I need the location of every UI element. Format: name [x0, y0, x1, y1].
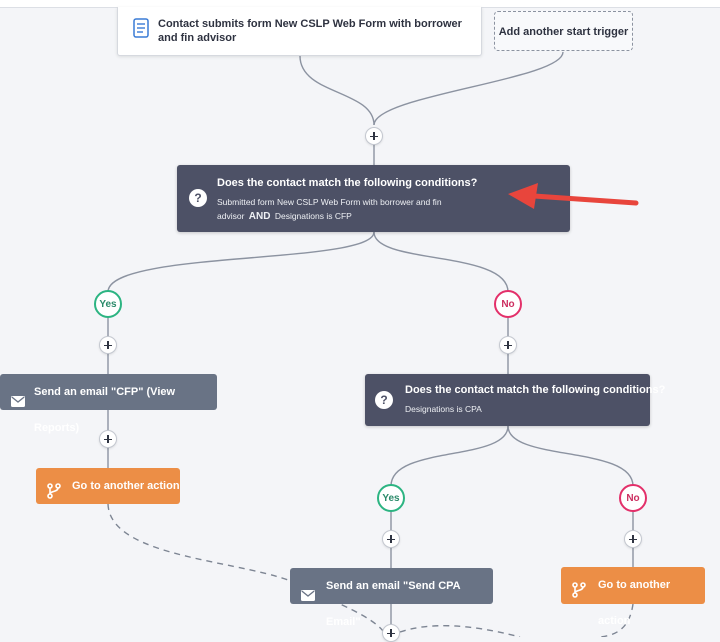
document-icon [133, 18, 149, 43]
question-icon: ? [375, 391, 393, 409]
goto-label: Go to another action [72, 480, 180, 492]
send-email-cfp-action[interactable]: Send an email "CFP" (View Reports) [0, 374, 217, 434]
add-step-button[interactable] [624, 530, 642, 548]
add-step-button[interactable] [99, 430, 117, 448]
add-step-button[interactable] [382, 530, 400, 548]
add-step-button[interactable] [499, 336, 517, 354]
go-to-action-1[interactable]: Go to another action [36, 468, 180, 504]
add-step-button[interactable] [382, 624, 400, 642]
condition-block-2[interactable]: ? Does the contact match the following c… [365, 374, 665, 426]
condition-block-1[interactable]: ? Does the contact match the following c… [177, 165, 570, 232]
goto-label: Go to another action [598, 579, 671, 627]
branch-icon [47, 478, 61, 514]
branch-icon [572, 577, 586, 613]
add-start-trigger-button[interactable]: Add another start trigger [494, 11, 633, 51]
yes-branch-1[interactable]: Yes [94, 290, 122, 318]
go-to-action-2[interactable]: Go to another action [561, 567, 705, 627]
trigger-text: Contact submits form New CSLP Web Form w… [158, 18, 462, 44]
no-branch-2[interactable]: No [619, 484, 647, 512]
email-action-label: Send an email "CFP" (View Reports) [34, 386, 176, 434]
question-icon: ? [189, 189, 207, 207]
email-action-label: Send an email "Send CPA Email" [326, 580, 461, 628]
start-trigger-card[interactable]: Contact submits form New CSLP Web Form w… [117, 7, 482, 56]
no-branch-1[interactable]: No [494, 290, 522, 318]
send-email-cpa-action[interactable]: Send an email "Send CPA Email" [290, 568, 493, 628]
envelope-icon [301, 580, 315, 616]
condition-2-detail: Designations is CPA [405, 404, 482, 414]
add-step-button[interactable] [365, 127, 383, 145]
add-step-button[interactable] [99, 336, 117, 354]
red-arrow-annotation [508, 183, 639, 209]
condition-1-detail: Submitted form New CSLP Web Form with bo… [217, 197, 442, 222]
yes-branch-2[interactable]: Yes [377, 484, 405, 512]
condition-2-title: Does the contact match the following con… [405, 384, 666, 396]
condition-1-title: Does the contact match the following con… [217, 177, 478, 189]
envelope-icon [11, 386, 25, 422]
